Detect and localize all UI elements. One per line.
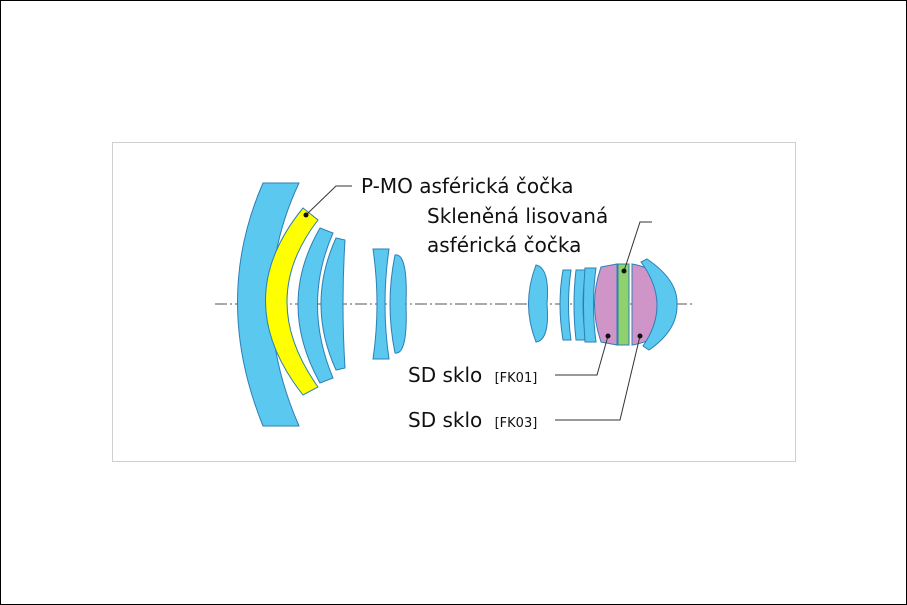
label-sd1: SD sklo [FK01]	[408, 363, 537, 387]
lens-element-7	[528, 264, 548, 343]
lens-element-5	[372, 248, 390, 360]
lens-element-6	[389, 254, 407, 354]
label-pmo-aspherical: P-MO asférická čočka	[361, 174, 574, 198]
label-sd2: SD sklo [FK03]	[408, 408, 537, 432]
lens-element-4	[320, 237, 346, 371]
leader-sd2	[555, 335, 641, 421]
label-molded-line1: Skleněná lisovaná	[427, 204, 608, 228]
label-sd1-main: SD sklo	[408, 363, 482, 387]
leader-sd1	[555, 335, 609, 376]
label-sd1-code: [FK01]	[495, 371, 538, 386]
lens-element-14	[640, 258, 678, 351]
sd-glass-fk01-lens	[594, 263, 618, 346]
label-sd2-code: [FK03]	[495, 416, 538, 431]
lens-element-10	[583, 267, 597, 343]
label-molded-line2: asférická čočka	[427, 233, 581, 257]
leader-pmo	[305, 185, 352, 216]
label-sd2-main: SD sklo	[408, 408, 482, 432]
lens-element-3	[297, 227, 334, 384]
pmo-aspherical-lens	[265, 207, 319, 396]
leader-sd2-dot	[637, 333, 643, 339]
leader-sd1-dot	[605, 333, 611, 339]
leader-pmo-dot	[303, 212, 309, 218]
molded-glass-aspherical-lens	[617, 263, 630, 346]
leader-molded	[623, 221, 652, 272]
lens-element-8	[559, 269, 572, 341]
leader-molded-dot	[621, 268, 627, 274]
diagram-panel	[112, 142, 796, 462]
